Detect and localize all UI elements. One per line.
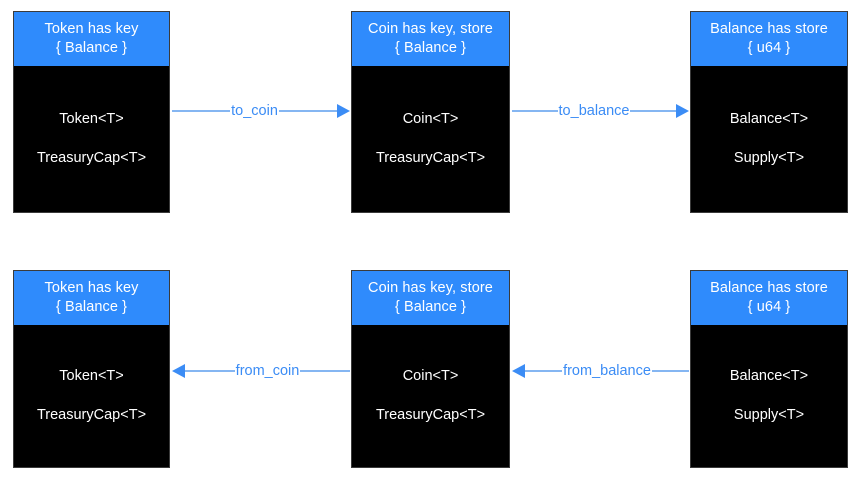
node-header-token-bottom: Token has key { Balance } [14, 271, 169, 325]
arrow-head-right-icon [337, 104, 351, 118]
edge-line-to-coin [172, 110, 231, 112]
edge-line-from-balance [525, 370, 563, 372]
node-row-balance-type: Balance<T> [729, 111, 809, 127]
edge-line-from-balance-2 [651, 370, 690, 372]
node-body-token-bottom: Token<T> TreasuryCap<T> [14, 325, 169, 467]
node-header-token-top: Token has key { Balance } [14, 12, 169, 66]
edge-label-to-coin: to_coin [231, 102, 278, 119]
node-row-treasurycap-type: TreasuryCap<T> [375, 150, 486, 166]
node-header-coin-top: Coin has key, store { Balance } [352, 12, 509, 66]
node-row-supply-type: Supply<T> [733, 150, 805, 166]
node-token-top[interactable]: Token has key { Balance } Token<T> Treas… [13, 11, 170, 213]
node-body-balance-bottom: Balance<T> Supply<T> [691, 325, 847, 467]
node-header-balance-top: Balance has store { u64 } [691, 12, 847, 66]
node-row-coin-type: Coin<T> [402, 368, 459, 384]
edge-label-to-balance: to_balance [558, 102, 630, 119]
node-body-coin-top: Coin<T> TreasuryCap<T> [352, 66, 509, 212]
node-row-balance-type: Balance<T> [729, 368, 809, 384]
arrow-head-left-icon [512, 364, 525, 378]
node-row-token-type: Token<T> [59, 368, 124, 384]
edge-from-balance: from_balance [512, 356, 690, 386]
node-row-supply-type: Supply<T> [733, 407, 805, 423]
node-body-balance-top: Balance<T> Supply<T> [691, 66, 847, 212]
node-coin-bottom[interactable]: Coin has key, store { Balance } Coin<T> … [351, 270, 510, 468]
node-body-token-top: Token<T> TreasuryCap<T> [14, 66, 169, 212]
edge-to-coin: to_coin [172, 96, 351, 126]
arrow-head-right-icon [676, 104, 690, 118]
edge-line-to-balance-2 [630, 110, 677, 112]
node-header-balance-bottom: Balance has store { u64 } [691, 271, 847, 325]
arrow-head-left-icon [172, 364, 185, 378]
node-coin-top[interactable]: Coin has key, store { Balance } Coin<T> … [351, 11, 510, 213]
node-row-treasurycap-type: TreasuryCap<T> [36, 407, 147, 423]
edge-line-from-coin-2 [300, 370, 351, 372]
node-body-coin-bottom: Coin<T> TreasuryCap<T> [352, 325, 509, 467]
node-row-treasurycap-type: TreasuryCap<T> [36, 150, 147, 166]
node-row-token-type: Token<T> [59, 111, 124, 127]
node-header-coin-bottom: Coin has key, store { Balance } [352, 271, 509, 325]
node-token-bottom[interactable]: Token has key { Balance } Token<T> Treas… [13, 270, 170, 468]
edge-line-to-coin-2 [278, 110, 338, 112]
edge-line-from-coin [185, 370, 235, 372]
edge-to-balance: to_balance [512, 96, 690, 126]
node-row-treasurycap-type: TreasuryCap<T> [375, 407, 486, 423]
node-row-coin-type: Coin<T> [402, 111, 459, 127]
edge-line-to-balance [512, 110, 558, 112]
edge-label-from-coin: from_coin [235, 362, 300, 379]
edge-from-coin: from_coin [172, 356, 351, 386]
edge-label-from-balance: from_balance [563, 362, 651, 379]
node-balance-bottom[interactable]: Balance has store { u64 } Balance<T> Sup… [690, 270, 848, 468]
node-balance-top[interactable]: Balance has store { u64 } Balance<T> Sup… [690, 11, 848, 213]
